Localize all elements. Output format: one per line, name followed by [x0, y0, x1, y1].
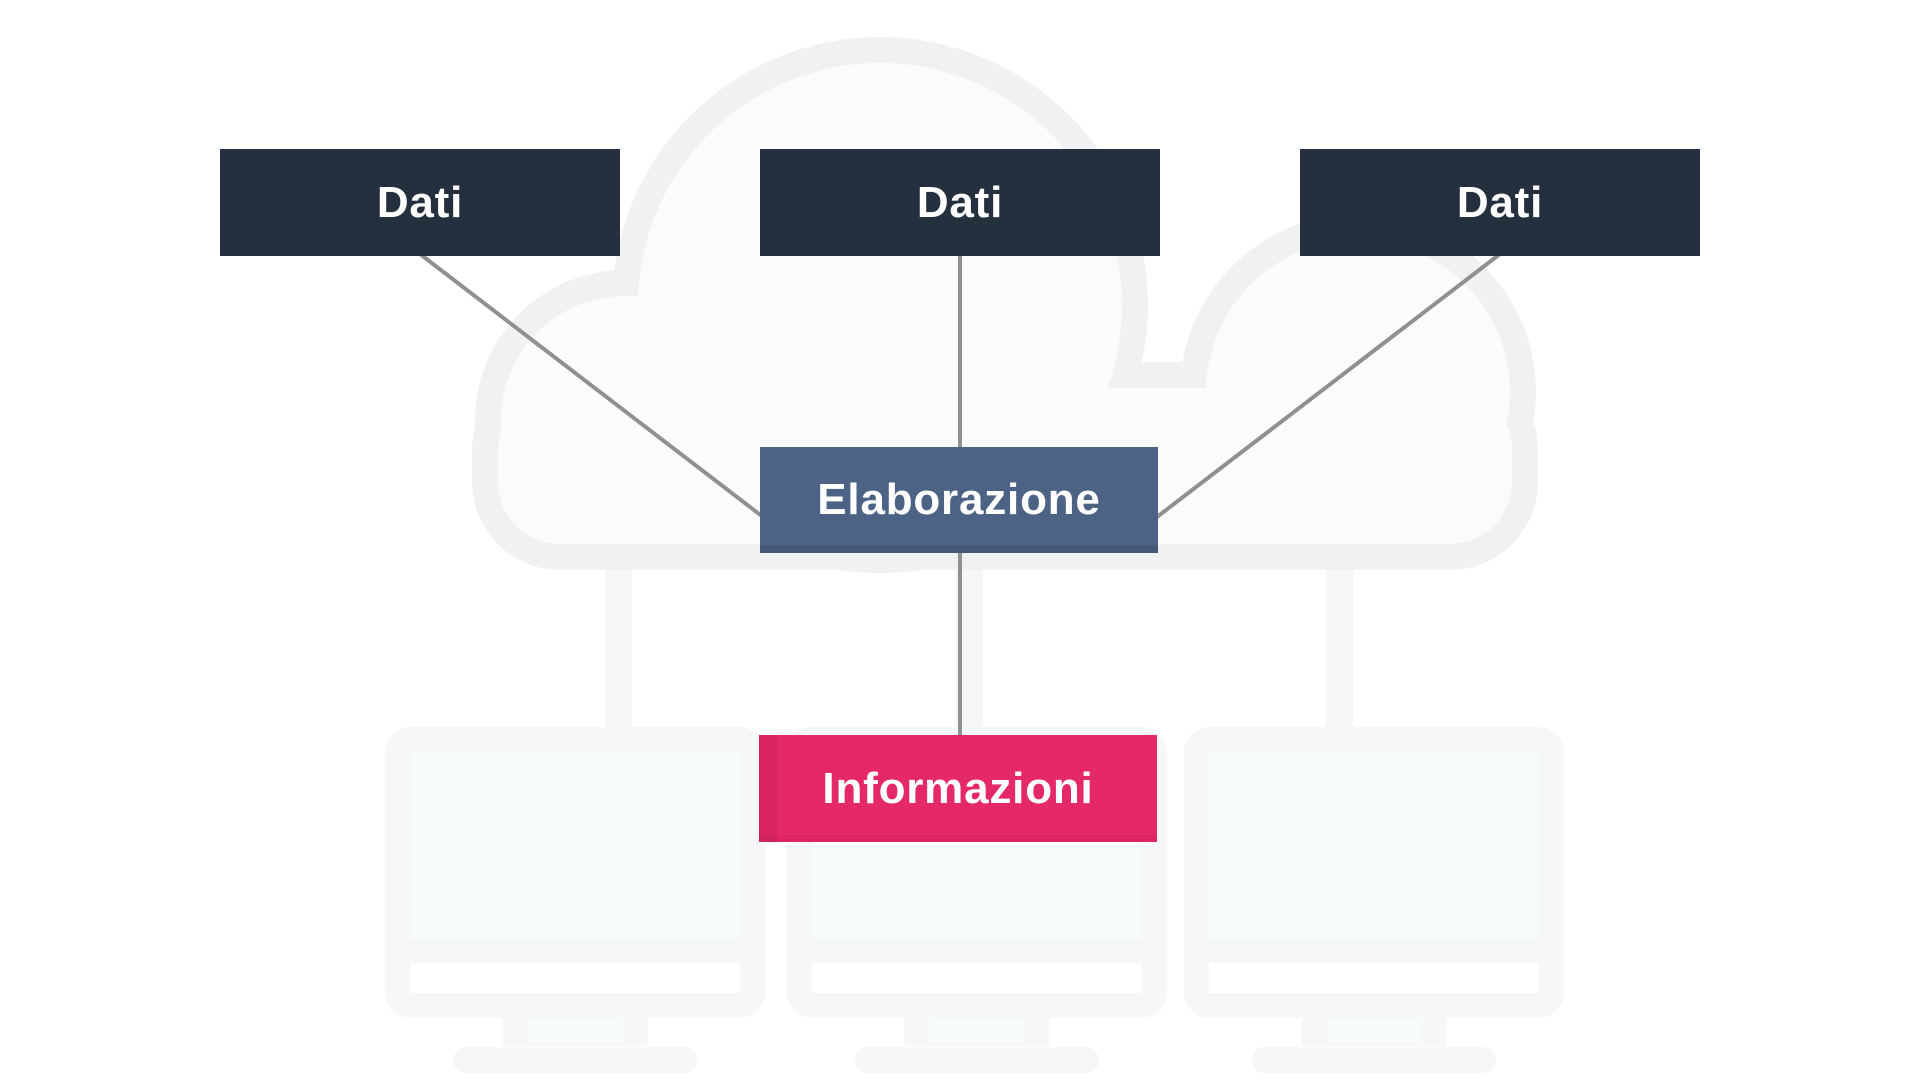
monitor-bezel	[1209, 963, 1539, 993]
node-label: Dati	[916, 177, 1004, 227]
monitor-neck-inner	[527, 1018, 623, 1042]
monitor-neck-inner	[1326, 1018, 1422, 1042]
node-dati-2: Dati	[760, 149, 1160, 256]
edge-dati1-elaborazione	[418, 252, 782, 532]
node-label: Elaborazione	[817, 475, 1101, 524]
monitor-neck-inner	[929, 1018, 1025, 1042]
node-label: Dati	[1456, 177, 1544, 227]
node-dati-3: Dati	[1300, 149, 1700, 256]
node-dati-1: Dati	[220, 149, 620, 256]
monitor-screen	[1209, 752, 1539, 939]
monitor-icon	[385, 727, 765, 1073]
monitor-icon	[1184, 727, 1564, 1073]
monitor-base	[1252, 1047, 1496, 1073]
monitor-base	[855, 1047, 1099, 1073]
edge-dati3-elaborazione	[1138, 252, 1502, 532]
node-informazioni: Informazioni	[759, 735, 1157, 842]
monitor-base	[453, 1047, 697, 1073]
monitor-bezel	[410, 963, 740, 993]
stand-right	[1326, 540, 1353, 740]
monitors	[385, 727, 1564, 1073]
monitor-screen	[410, 752, 740, 939]
node-elaborazione: Elaborazione	[760, 447, 1158, 553]
stand-left	[605, 540, 632, 740]
node-label: Informazioni	[822, 763, 1094, 813]
connector-lines	[418, 252, 1502, 742]
node-label: Dati	[376, 177, 464, 227]
monitor-bezel	[812, 963, 1142, 993]
